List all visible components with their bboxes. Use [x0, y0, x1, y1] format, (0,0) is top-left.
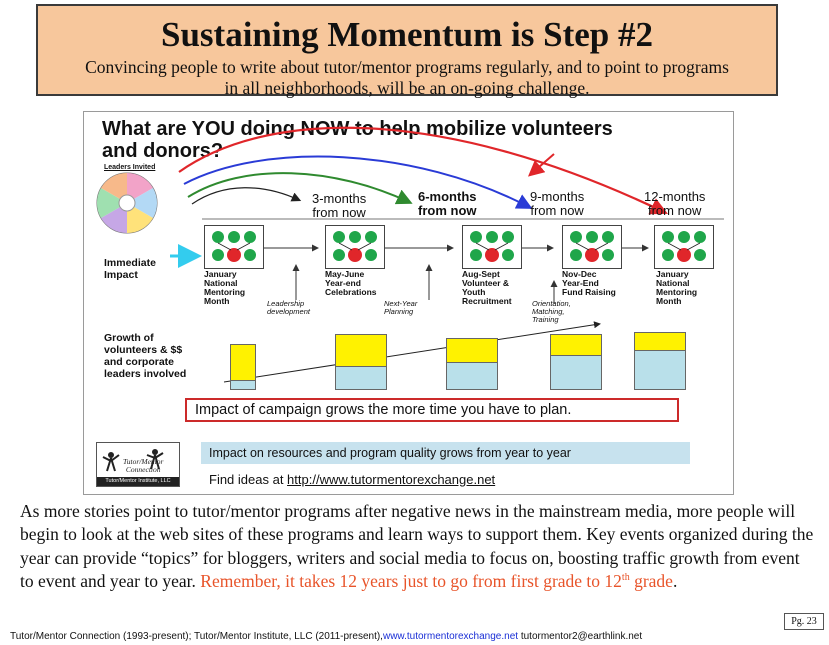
- event-node-box: [204, 225, 264, 269]
- timeline-arrows: [178, 126, 724, 220]
- leaders-wheel-image: [86, 162, 168, 244]
- find-ideas-url[interactable]: http://www.tutormentorexchange.net: [287, 472, 496, 487]
- growth-bar-yellow: [551, 335, 601, 356]
- event-node-box: [562, 225, 622, 269]
- body-period: .: [672, 570, 678, 591]
- footer: Tutor/Mentor Connection (1993-present); …: [10, 631, 642, 643]
- wheel-caption: Leaders Invited: [104, 164, 156, 171]
- growth-bar-yellow: [635, 333, 685, 351]
- note-orientation: Orientation,Matching,Training: [532, 299, 571, 324]
- body-paragraph: As more stories point to tutor/mentor pr…: [20, 500, 815, 593]
- campaign-callout: Impact of campaign grows the more time y…: [185, 398, 679, 422]
- growth-bar: [634, 332, 686, 390]
- growth-bar-blue: [551, 356, 601, 389]
- page-number: Pg. 23: [784, 613, 824, 630]
- growth-bar-blue: [336, 367, 386, 389]
- growth-bar-yellow: [231, 345, 255, 381]
- green-arc-arrow: [187, 172, 413, 205]
- growth-trend-arrow: [223, 321, 601, 383]
- body-red-text: Remember, it takes 12 years just to go f…: [200, 570, 673, 591]
- event-node-box: [325, 225, 385, 269]
- subtitle-line-1: Convincing people to write about tutor/m…: [85, 57, 729, 77]
- growth-bar-blue: [635, 351, 685, 389]
- growth-bar-yellow: [447, 339, 497, 363]
- red-arc-arrow: [178, 126, 668, 215]
- growth-bar-yellow: [336, 335, 386, 367]
- growth-bar-blue: [231, 381, 255, 389]
- question-line-2: and donors?: [102, 140, 224, 162]
- footer-link[interactable]: www.tutormentorexchange.net: [382, 631, 519, 642]
- growth-bar: [550, 334, 602, 390]
- event-node-box: [462, 225, 522, 269]
- find-ideas-line: Find ideas at http://www.tutormentorexch…: [209, 472, 495, 487]
- title-banner: Sustaining Momentum is Step #2 Convincin…: [36, 4, 778, 98]
- planning-diagram: What are YOU doing NOW to help mobilize …: [83, 111, 734, 495]
- resources-band: Impact on resources and program quality …: [201, 442, 690, 464]
- footer-email: tutormentor2@earthlink.net: [518, 631, 643, 642]
- logo-institute-bar: Tutor/Mentor Institute, LLC: [97, 477, 179, 486]
- red-pointer-arrow: [527, 153, 555, 177]
- find-ideas-prefix: Find ideas at: [209, 472, 288, 487]
- growth-bar: [230, 344, 256, 390]
- flow-arrows: [170, 244, 649, 304]
- blue-arc-arrow: [183, 155, 533, 209]
- black-arc-arrow: [191, 187, 302, 205]
- growth-bar: [335, 334, 387, 390]
- subtitle-line-2: in all neighborhoods, will be an on-goin…: [224, 78, 590, 98]
- body-text: As more stories point to tutor/mentor pr…: [20, 501, 814, 591]
- page-title: Sustaining Momentum is Step #2: [160, 15, 654, 54]
- event-node-box: [654, 225, 714, 269]
- footer-text: Tutor/Mentor Connection (1993-present); …: [10, 631, 383, 642]
- growth-bar: [446, 338, 498, 390]
- growth-bar-blue: [447, 363, 497, 389]
